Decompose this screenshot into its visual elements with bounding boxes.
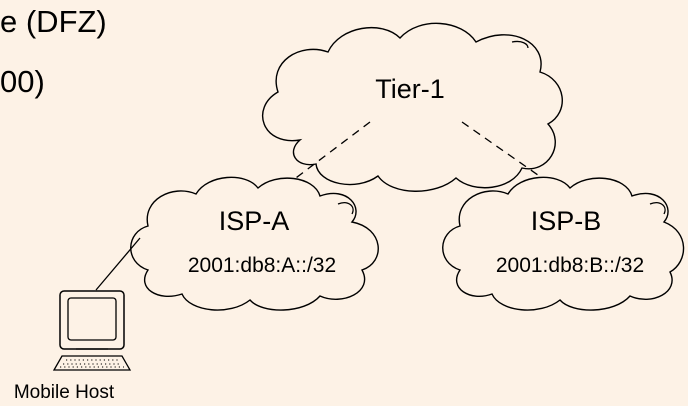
isp-a-label: ISP-A	[219, 206, 290, 236]
tier1-label: Tier-1	[375, 74, 445, 104]
isp-a-cloud-shape	[130, 176, 379, 311]
mobile-host-label: Mobile Host	[14, 382, 115, 403]
isp-b-prefix: 2001:db8:B::/32	[496, 254, 644, 277]
slide-title-fragment: e (DFZ)	[0, 4, 107, 39]
arrow-tier1-to-isp-b	[461, 121, 569, 197]
host-to-isp-a-link	[95, 237, 141, 291]
isp-a-cloud: ISP-A 2001:db8:A::/32	[130, 176, 379, 311]
tier1-cloud: Tier-1	[261, 22, 563, 192]
isp-a-prefix: 2001:db8:A::/32	[188, 254, 336, 277]
monitor-screen	[67, 297, 117, 341]
isp-b-cloud-shape	[442, 176, 685, 311]
keyboard	[52, 355, 132, 371]
slide-subtitle-fragment: 00)	[0, 64, 45, 99]
isp-b-label: ISP-B	[531, 206, 602, 236]
keyboard-keys	[60, 359, 124, 368]
isp-b-cloud: ISP-B 2001:db8:B::/32	[442, 176, 685, 311]
tier1-cloud-shape	[261, 22, 563, 192]
computer-icon	[52, 290, 132, 371]
